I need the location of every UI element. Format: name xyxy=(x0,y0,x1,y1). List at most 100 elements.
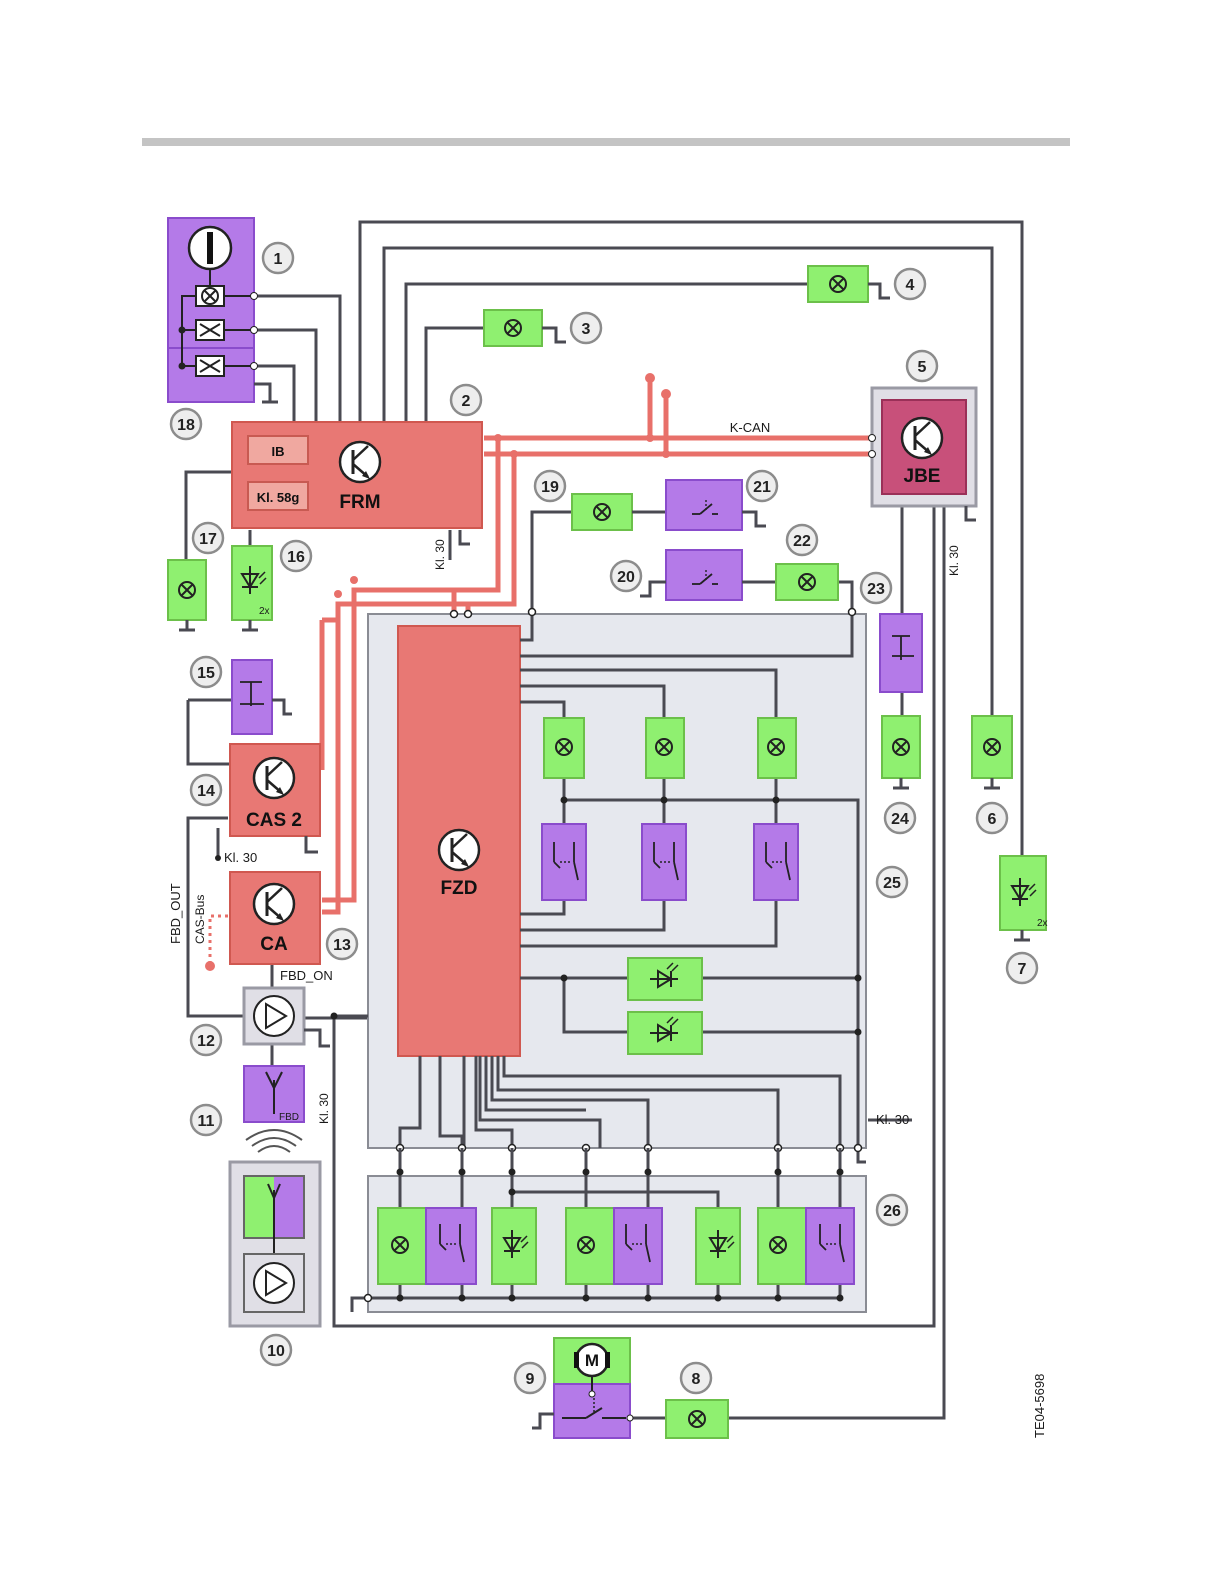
svg-text:18: 18 xyxy=(177,417,195,434)
lamp-3 xyxy=(484,310,566,346)
switch-25a xyxy=(542,824,586,900)
remote-10 xyxy=(230,1162,320,1326)
frm-module: IB Kl. 58g FRM xyxy=(232,422,482,528)
callout-7: 7 xyxy=(1007,953,1037,983)
svg-text:21: 21 xyxy=(753,479,771,496)
lamp-8 xyxy=(666,1400,728,1438)
callout-13: 13 xyxy=(327,929,357,959)
svg-text:24: 24 xyxy=(891,811,909,828)
callout-23: 23 xyxy=(861,573,891,603)
radio-waves-icon xyxy=(246,1130,302,1152)
svg-text:22: 22 xyxy=(793,533,811,550)
led7-count: 2x xyxy=(1037,918,1048,929)
svg-text:6: 6 xyxy=(988,811,997,828)
lamp-25a xyxy=(544,718,584,778)
led-7: 2x xyxy=(1000,856,1048,940)
switch-15 xyxy=(232,660,292,734)
svg-text:14: 14 xyxy=(197,783,215,800)
svg-text:8: 8 xyxy=(692,1371,701,1388)
lamp-6 xyxy=(972,716,1012,788)
ib-label: IB xyxy=(272,444,285,459)
switch-23 xyxy=(880,614,922,692)
callout-15: 15 xyxy=(191,657,221,687)
callout-10: 10 xyxy=(261,1335,291,1365)
jbe-label: JBE xyxy=(904,466,941,487)
ca-module: CA xyxy=(230,872,320,964)
callout-18: 18 xyxy=(171,409,201,439)
svg-text:4: 4 xyxy=(906,277,915,294)
callout-2: 2 xyxy=(451,385,481,415)
switch-25c xyxy=(754,824,798,900)
kl30-label-fbd: Kl. 30 xyxy=(317,1093,331,1124)
figure-id: TE04-5698 xyxy=(1032,1374,1047,1438)
svg-text:12: 12 xyxy=(197,1033,215,1050)
fbd-out-label: FBD_OUT xyxy=(168,883,183,944)
motor-label: M xyxy=(585,1351,599,1370)
antenna-11: FBD xyxy=(244,1066,304,1123)
fbd-label: FBD xyxy=(279,1112,299,1123)
callout-19: 19 xyxy=(535,471,565,501)
cas2-module: CAS 2 xyxy=(230,744,320,852)
switch-25b xyxy=(642,824,686,900)
lamp-25b xyxy=(646,718,684,778)
fbd-on-label: FBD_ON xyxy=(280,968,333,983)
callout-12: 12 xyxy=(191,1025,221,1055)
svg-text:10: 10 xyxy=(267,1343,285,1360)
svg-text:16: 16 xyxy=(287,549,305,566)
svg-text:5: 5 xyxy=(918,359,927,376)
callout-4: 4 xyxy=(895,269,925,299)
motor-9: M xyxy=(532,1338,633,1438)
kl30-label-jbe: Kl. 30 xyxy=(947,545,961,576)
kl30-label-cas: Kl. 30 xyxy=(224,850,257,865)
callout-26: 26 xyxy=(877,1195,907,1225)
kl58g-label: Kl. 58g xyxy=(257,490,300,505)
kcan-label: K-CAN xyxy=(730,420,770,435)
callout-22: 22 xyxy=(787,525,817,555)
callout-1: 1 xyxy=(263,243,293,273)
svg-text:19: 19 xyxy=(541,479,559,496)
callout-20: 20 xyxy=(611,561,641,591)
kl30-label-25: Kl. 30 xyxy=(876,1112,909,1127)
svg-text:9: 9 xyxy=(526,1371,535,1388)
lamp-19 xyxy=(572,494,666,530)
svg-text:23: 23 xyxy=(867,581,885,598)
cas-bus-label: CAS-Bus xyxy=(193,895,207,944)
switch-20 xyxy=(640,550,776,600)
kl30-label-frm: Kl. 30 xyxy=(433,539,447,570)
cas2-label: CAS 2 xyxy=(246,810,302,831)
svg-text:17: 17 xyxy=(199,531,217,548)
svg-text:20: 20 xyxy=(617,569,635,586)
lamp-22 xyxy=(776,564,838,600)
svg-text:7: 7 xyxy=(1018,961,1027,978)
lamp-25c xyxy=(758,718,796,778)
callout-14: 14 xyxy=(191,775,221,805)
led-25b xyxy=(628,1012,702,1054)
svg-text:3: 3 xyxy=(582,321,591,338)
frm-label: FRM xyxy=(339,492,380,513)
svg-text:15: 15 xyxy=(197,665,215,682)
lamp-4 xyxy=(808,266,890,302)
callout-17: 17 xyxy=(193,523,223,553)
fzd-label: FZD xyxy=(441,878,478,899)
svg-text:13: 13 xyxy=(333,937,351,954)
svg-text:26: 26 xyxy=(883,1203,901,1220)
callout-3: 3 xyxy=(571,313,601,343)
ca-label: CA xyxy=(260,934,288,955)
callout-16: 16 xyxy=(281,541,311,571)
led-16: 2x xyxy=(232,546,272,630)
led-25a xyxy=(628,958,702,1000)
lamp-24 xyxy=(882,716,920,788)
callout-8: 8 xyxy=(681,1363,711,1393)
callout-11: 11 xyxy=(191,1105,221,1135)
svg-text:2: 2 xyxy=(462,393,471,410)
cas-bus-dotted xyxy=(205,916,228,971)
callout-21: 21 xyxy=(747,471,777,501)
callout-5: 5 xyxy=(907,351,937,381)
lamp-17 xyxy=(168,560,206,630)
callout-24: 24 xyxy=(885,803,915,833)
svg-text:11: 11 xyxy=(198,1113,215,1130)
door-panel-26 xyxy=(352,1148,866,1312)
callout-6: 6 xyxy=(977,803,1007,833)
callout-9: 9 xyxy=(515,1363,545,1393)
jbe-module: JBE xyxy=(869,388,977,506)
